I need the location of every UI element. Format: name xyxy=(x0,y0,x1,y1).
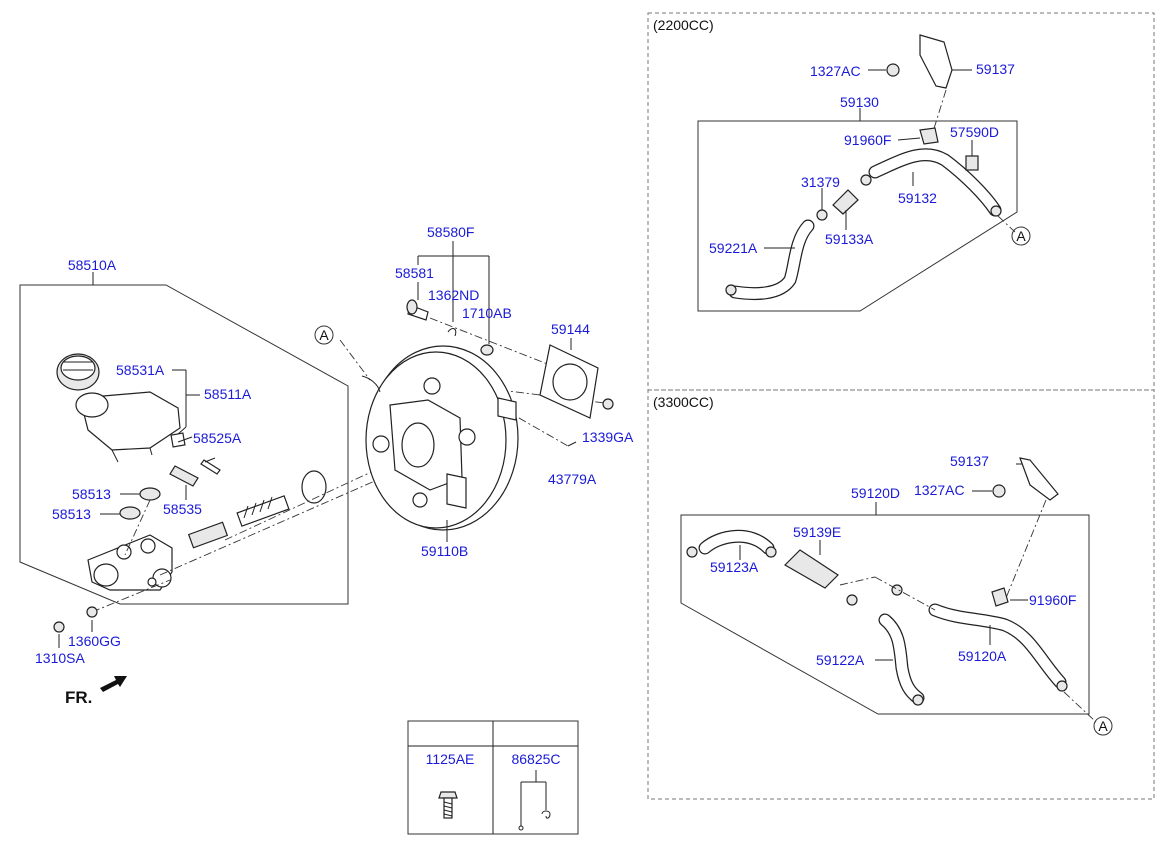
legend-part-86825c[interactable]: 86825C xyxy=(511,751,560,767)
legend-part-1125ae[interactable]: 1125AE xyxy=(426,751,475,767)
clamp-3300-drawing xyxy=(991,587,1009,607)
legend-table: 1125AE 86825C xyxy=(407,720,579,835)
bracket-2200-drawing xyxy=(919,34,953,89)
panel-3300cc-title: (3300CC) xyxy=(653,394,714,410)
label-master-cylinder-assy[interactable]: 58510A xyxy=(68,257,117,273)
brake-booster-drawing xyxy=(361,345,519,531)
label-hose-lower-2200[interactable]: 59221A xyxy=(709,240,758,256)
label-bracket-nut-3300[interactable]: 1327AC xyxy=(914,482,965,498)
label-bracket-nut-2200[interactable]: 1327AC xyxy=(810,63,861,79)
label-clamp-3300[interactable]: 91960F xyxy=(1029,592,1076,608)
label-clevis-pin[interactable]: 58581 xyxy=(395,265,434,281)
pushrod-parts-drawing xyxy=(187,470,327,549)
panel-3300cc: (3300CC) 59137 13 xyxy=(647,389,1155,800)
label-snap-clip[interactable]: 43779A xyxy=(548,471,597,487)
grommet-lower-drawing xyxy=(119,506,141,520)
hose-assy-3300-outline xyxy=(680,514,1090,715)
label-pin[interactable]: 58525A xyxy=(193,430,242,446)
label-cap-2200[interactable]: 57590D xyxy=(950,124,999,140)
bracket-3300-drawing xyxy=(1019,457,1059,501)
label-booster-assy[interactable]: 59110B xyxy=(421,543,468,559)
label-hose-mid-3300[interactable]: 59122A xyxy=(816,652,865,668)
reservoir-drawing xyxy=(75,391,186,463)
label-ref-a-main: A xyxy=(319,327,329,343)
panel-2200cc-title: (2200CC) xyxy=(653,17,714,33)
label-hose-assy-3300[interactable]: 59120D xyxy=(851,485,900,501)
label-snap-pin[interactable]: 1362ND xyxy=(428,287,479,303)
label-hose-short-3300[interactable]: 59123A xyxy=(710,559,759,575)
label-hose-assy-2200[interactable]: 59130 xyxy=(840,94,879,110)
panel-3300cc-border xyxy=(647,389,1155,800)
bolt-icon xyxy=(438,791,458,819)
label-booster-kit[interactable]: 58580F xyxy=(427,224,474,240)
clamp-2200-drawing xyxy=(919,127,939,145)
label-booster-nut[interactable]: 1339GA xyxy=(582,429,634,445)
label-seal-kit[interactable]: 58535 xyxy=(163,501,202,517)
seal-kit-drawing xyxy=(169,465,199,487)
master-cylinder-group xyxy=(19,272,349,605)
cap-2200-drawing xyxy=(965,155,979,171)
label-grommet-1[interactable]: 58513 xyxy=(72,486,111,502)
label-fr: FR. xyxy=(65,688,92,707)
label-nut-2[interactable]: 1310SA xyxy=(35,650,85,666)
panel-2200cc: (2200CC) 1327AC 59137 59130 9 xyxy=(647,12,1155,391)
master-cylinder-body-drawing xyxy=(87,534,173,591)
label-hose-upper-2200[interactable]: 59132 xyxy=(898,190,937,206)
reservoir-cap-drawing xyxy=(56,353,100,391)
label-check-valve-3300[interactable]: 59139E xyxy=(793,524,841,540)
label-ref-a-3300: A xyxy=(1098,718,1108,734)
ref-a-2200-circle xyxy=(1011,226,1031,246)
label-ref-a-2200: A xyxy=(1016,228,1026,244)
booster-kit-parts-drawing xyxy=(406,299,614,447)
label-o-ring[interactable]: 1710AB xyxy=(462,305,512,321)
label-clamp-2200[interactable]: 91960F xyxy=(844,132,891,148)
grommet-upper-drawing xyxy=(139,487,161,501)
label-grommet-2[interactable]: 58513 xyxy=(52,506,91,522)
label-sensor-2200[interactable]: 31379 xyxy=(801,174,840,190)
bracket-nut-2200-drawing xyxy=(886,63,900,77)
front-arrow-icon xyxy=(100,676,127,692)
hose-assy-2200-outline xyxy=(697,120,1018,312)
nuts-drawing xyxy=(53,606,98,633)
label-reservoir[interactable]: 58511A xyxy=(204,386,252,402)
label-hose-main-3300[interactable]: 59120A xyxy=(958,648,1007,664)
check-valve-3300-drawing xyxy=(784,549,839,589)
bracket-nut-3300-drawing xyxy=(992,484,1006,498)
main-part-labels: 58510A 58531A 58511A 58525A 58513 58513 … xyxy=(35,224,634,707)
ref-a-3300-circle xyxy=(1093,716,1113,736)
label-bracket-2200[interactable]: 59137 xyxy=(976,61,1015,77)
leader-lines xyxy=(58,241,572,648)
clip-icon xyxy=(518,770,551,831)
label-bracket-3300[interactable]: 59137 xyxy=(950,453,989,469)
label-gasket[interactable]: 59144 xyxy=(551,321,590,337)
label-check-valve-2200[interactable]: 59133A xyxy=(825,231,874,247)
master-cylinder-bracket-outline xyxy=(19,284,349,605)
pin-drawing xyxy=(200,459,221,475)
label-reservoir-cap[interactable]: 58531A xyxy=(116,362,165,378)
check-valve-2200-drawing xyxy=(832,189,859,215)
label-nut-1[interactable]: 1360GG xyxy=(68,633,121,649)
ref-a-main-circle xyxy=(314,325,334,345)
